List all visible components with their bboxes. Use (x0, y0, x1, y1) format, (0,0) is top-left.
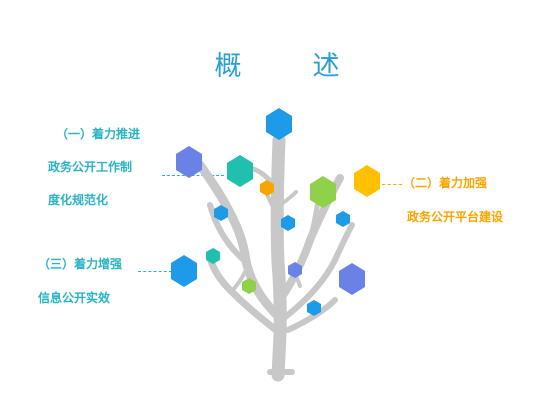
branch-left-twig (230, 270, 247, 293)
hex-node-purple-right-low (339, 263, 365, 295)
hex-node-small-blue-2 (281, 215, 295, 231)
hex-node-small-blue-3 (336, 211, 350, 227)
hex-node-small-blue-1 (214, 205, 228, 221)
section-3-line-2: 信息公开实效 (38, 291, 111, 305)
tree-branches (195, 133, 355, 382)
hex-node-top (266, 108, 292, 140)
hex-node-purple-left (176, 146, 202, 178)
hex-node-yellow-right (354, 165, 380, 197)
branch-right-outer (281, 222, 355, 321)
branch-left-mid (207, 202, 249, 265)
hex-node-teal-left (227, 155, 253, 187)
hex-node-small-teal (206, 248, 220, 264)
section-2-leader-line (382, 184, 402, 185)
page-title: 概 述 (214, 51, 362, 82)
section-1-heading: （一）着力推进 (56, 127, 141, 141)
section-3-heading: （三）着力增强 (38, 257, 123, 271)
hex-node-small-blue-4 (307, 300, 321, 316)
section-2-heading: （二）着力加强 (403, 176, 488, 190)
branch-upper-right (278, 190, 298, 207)
hex-node-small-purple (288, 262, 302, 278)
section-1-line-2: 政务公开工作制 (48, 160, 133, 174)
hex-node-small-green (242, 278, 256, 294)
section-2-line-2: 政务公开平台建设 (407, 210, 504, 224)
hex-node-green-right (310, 176, 336, 208)
section-1-line-3: 度化规范化 (48, 193, 109, 207)
hex-node-small-orange (260, 180, 274, 196)
branch-left-low (206, 254, 280, 334)
tree-trunk (270, 133, 287, 382)
branch-left-main (195, 160, 285, 323)
hex-node-blue-left-low (171, 255, 197, 287)
tree-nodes (171, 108, 380, 316)
section-3-leader-line (138, 271, 172, 272)
